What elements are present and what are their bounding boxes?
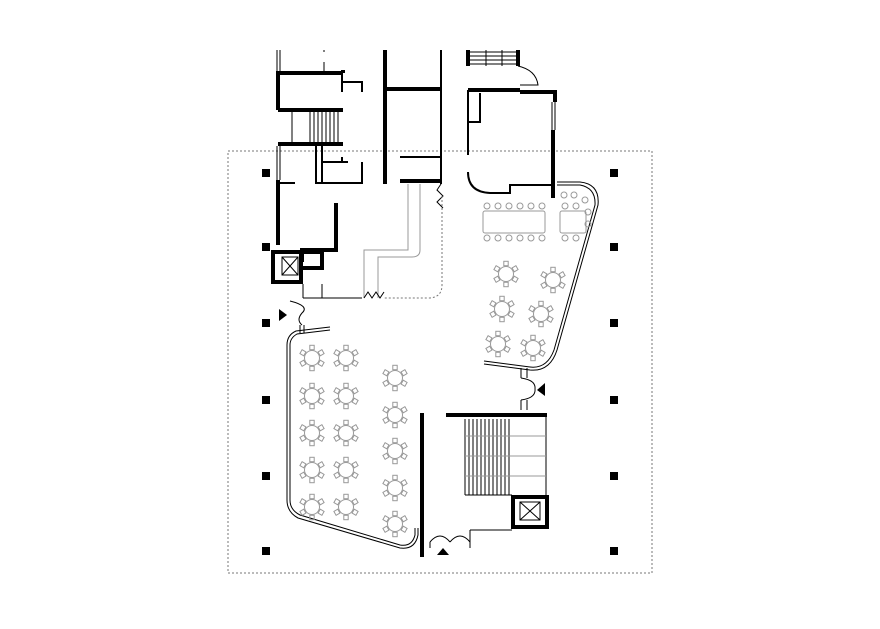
chair bbox=[570, 191, 578, 199]
column bbox=[610, 169, 618, 177]
round-table bbox=[333, 382, 359, 410]
chair bbox=[572, 202, 580, 210]
chair bbox=[572, 234, 580, 242]
north-west-block bbox=[271, 50, 363, 299]
chair bbox=[561, 234, 569, 242]
dining-hall-west bbox=[286, 300, 512, 549]
round-table bbox=[333, 419, 359, 447]
column bbox=[610, 396, 618, 404]
column bbox=[262, 169, 270, 177]
column bbox=[610, 547, 618, 555]
chair bbox=[516, 202, 524, 210]
chair bbox=[505, 234, 513, 242]
column bbox=[610, 472, 618, 480]
round-table bbox=[485, 330, 511, 358]
column bbox=[610, 319, 618, 327]
chair bbox=[494, 202, 502, 210]
south-stair-core bbox=[420, 413, 549, 557]
entrance-arrow-south bbox=[437, 548, 449, 555]
round-table bbox=[299, 493, 325, 521]
column bbox=[262, 547, 270, 555]
chair bbox=[584, 208, 592, 216]
column bbox=[610, 243, 618, 251]
round-table bbox=[333, 493, 359, 521]
round-table bbox=[528, 300, 554, 328]
column bbox=[262, 396, 270, 404]
round-table bbox=[540, 266, 566, 294]
site-boundary bbox=[227, 150, 653, 574]
north-east-block bbox=[466, 50, 557, 198]
chair bbox=[527, 234, 535, 242]
chair bbox=[483, 234, 491, 242]
column bbox=[262, 472, 270, 480]
round-table bbox=[493, 260, 519, 288]
round-table bbox=[382, 510, 408, 538]
round-table bbox=[489, 295, 515, 323]
chair bbox=[527, 202, 535, 210]
entrance-arrow-east bbox=[537, 383, 545, 396]
chair bbox=[584, 220, 592, 228]
chair bbox=[581, 196, 589, 204]
chair bbox=[494, 234, 502, 242]
round-table bbox=[382, 364, 408, 392]
round-table bbox=[299, 382, 325, 410]
round-table bbox=[333, 456, 359, 484]
structural-columns bbox=[262, 169, 618, 555]
chair bbox=[516, 234, 524, 242]
round-table bbox=[299, 344, 325, 372]
column bbox=[262, 243, 270, 251]
column bbox=[262, 319, 270, 327]
chair bbox=[483, 202, 491, 210]
round-table bbox=[333, 344, 359, 372]
round-table bbox=[299, 419, 325, 447]
chair bbox=[538, 234, 546, 242]
chair bbox=[538, 202, 546, 210]
chair bbox=[560, 191, 568, 199]
round-table bbox=[520, 334, 546, 362]
dining-hall-east bbox=[482, 181, 599, 410]
entrance-arrow-west bbox=[279, 309, 287, 321]
round-table bbox=[299, 456, 325, 484]
round-tables bbox=[299, 260, 566, 538]
round-table bbox=[382, 437, 408, 465]
chair bbox=[561, 202, 569, 210]
chair bbox=[505, 202, 513, 210]
round-table bbox=[382, 401, 408, 429]
round-table bbox=[382, 474, 408, 502]
central-block bbox=[363, 50, 444, 299]
